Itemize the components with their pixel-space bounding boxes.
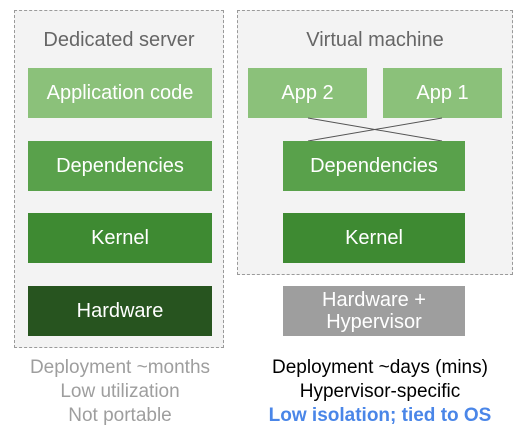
vm-kernel-label: Kernel: [345, 227, 403, 249]
hardware-layer: Hardware: [28, 286, 212, 336]
dedicated-server-caption: Deployment ~months Low utilization Not p…: [0, 356, 240, 428]
kernel-layer: Kernel: [28, 213, 212, 263]
hardware-hypervisor-label-line-2: Hypervisor: [326, 311, 422, 333]
vm-caption-line-1: Deployment ~days (mins): [272, 357, 488, 378]
hardware-label: Hardware: [76, 300, 164, 322]
vm-dependencies-layer: Dependencies: [283, 141, 465, 191]
dedicated-caption-line-2: Low utilization: [60, 381, 180, 402]
vm-caption-line-3: Low isolation; tied to OS: [268, 405, 492, 426]
application-code-layer: Application code: [28, 68, 212, 118]
dedicated-server-title: Dedicated server: [43, 29, 195, 51]
dedicated-caption-line-1: Deployment ~months: [29, 357, 211, 378]
vm-caption-line-2: Hypervisor-specific: [299, 381, 461, 402]
vm-kernel-layer: Kernel: [283, 213, 465, 263]
app-2-label: App 2: [281, 82, 334, 104]
connector-app1-to-deps: [307, 117, 443, 142]
vm-dependencies-label: Dependencies: [310, 155, 438, 177]
app-1-layer: App 1: [383, 68, 502, 118]
app-2-layer: App 2: [248, 68, 367, 118]
dependencies-layer: Dependencies: [28, 141, 212, 191]
virtual-machine-title: Virtual machine: [306, 29, 444, 51]
application-code-label: Application code: [46, 82, 194, 104]
hardware-hypervisor-label-line-1: Hardware +: [322, 289, 426, 311]
virtual-machine-caption: Deployment ~days (mins) Hypervisor-speci…: [244, 356, 516, 428]
kernel-label: Kernel: [91, 227, 149, 249]
hardware-hypervisor-layer: Hardware + Hypervisor: [283, 286, 465, 336]
dependencies-label: Dependencies: [56, 155, 184, 177]
dedicated-caption-line-3: Not portable: [68, 405, 172, 426]
app-1-label: App 1: [416, 82, 469, 104]
